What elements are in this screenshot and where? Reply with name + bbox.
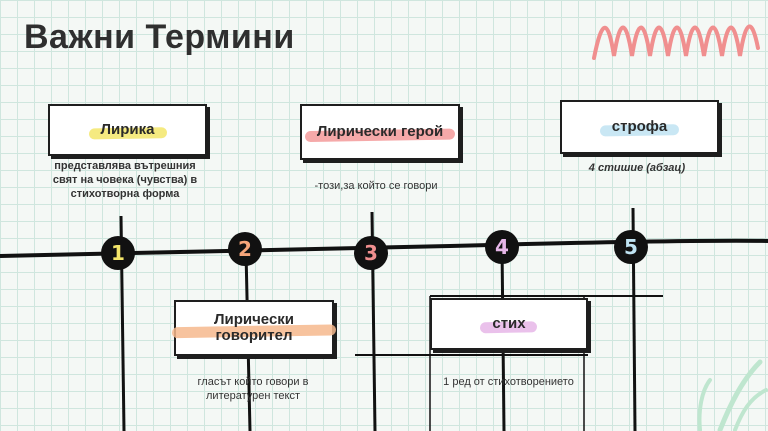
term-description: гласът който говори в литературен текст [197,376,309,402]
term-description: -този,за който се говори [314,180,438,192]
term-description: представлява вътрешния свят на човека (ч… [52,160,198,200]
term-label: стих [492,315,526,332]
term-description: 1 ред от стихотворението [443,376,574,388]
timeline-node-1: 1 [101,236,135,270]
leaf-decoration [697,359,768,431]
term-card-verse: стих [430,298,588,350]
page-title: Важни Термини [24,18,295,56]
timeline-node-2: 2 [228,232,262,266]
term-label: Лирически герой [316,123,444,140]
term-label: Лирически говорител [213,311,295,344]
term-card-lyrical-speaker: Лирически говорител [174,300,334,356]
term-description: 4 стишие (абзац) [588,162,686,174]
term-card-lyrical-hero: Лирически герой [300,104,460,160]
timeline-node-5: 5 [614,230,648,264]
term-card-stanza: строфа [560,100,719,154]
wave-decoration [592,24,760,60]
term-label: строфа [611,118,668,135]
term-card-lirika: Лирика [48,104,207,156]
timeline-node-4: 4 [485,230,519,264]
timeline-node-3: 3 [354,236,388,270]
term-label: Лирика [100,121,155,138]
